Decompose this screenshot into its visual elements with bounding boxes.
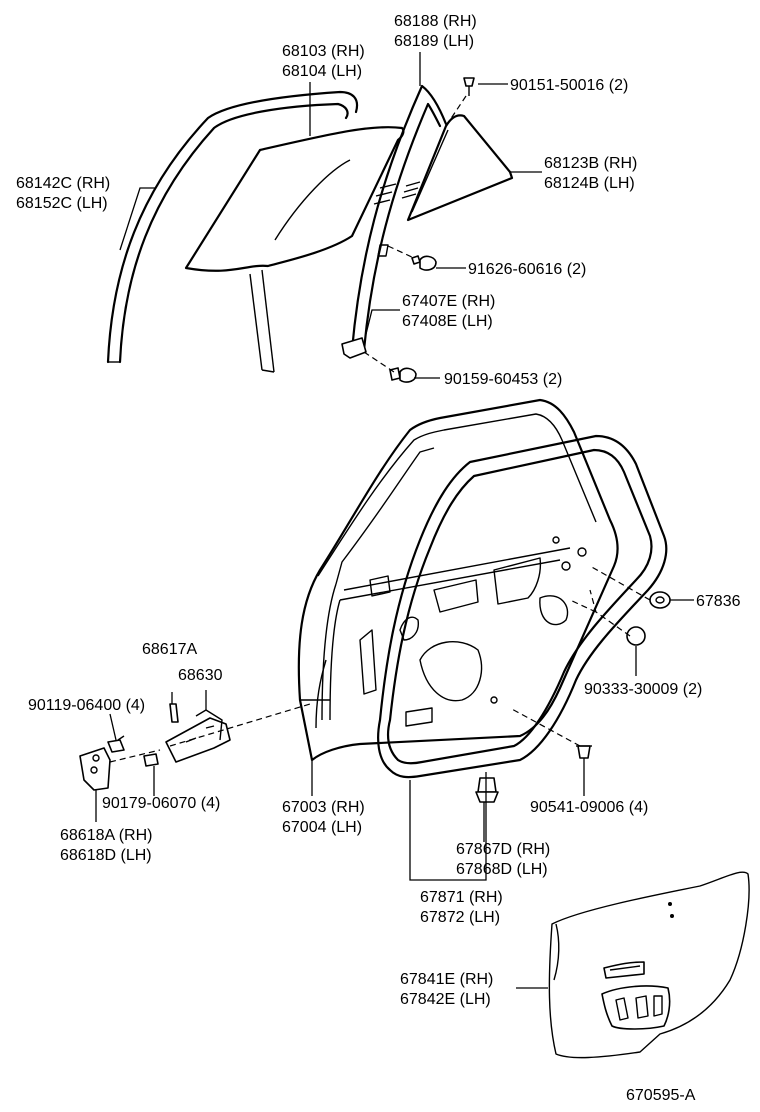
label-68124b: 68124B (LH): [544, 175, 635, 192]
leader-lines: [95, 52, 694, 989]
screw-90151: [463, 77, 475, 96]
label-67871: 67871 (RH): [420, 889, 503, 906]
clip-67867d: [475, 777, 499, 803]
label-67836: 67836: [696, 593, 741, 610]
diagram-id: 670595-A: [626, 1087, 696, 1104]
label-91626: 91626-60616 (2): [468, 261, 586, 278]
label-68104: 68104 (LH): [282, 63, 362, 80]
door-trim-67841e: [548, 871, 750, 1059]
label-90119: 90119-06400 (4): [28, 697, 145, 714]
weatherstrip-67871: [377, 434, 668, 779]
label-68618d: 68618D (LH): [60, 847, 152, 864]
cushion-90333: [626, 626, 646, 646]
label-68123b: 68123B (RH): [544, 155, 637, 172]
label-68152c: 68152C (LH): [16, 195, 108, 212]
label-68188: 68188 (RH): [394, 13, 477, 30]
division-bar-68188: [341, 84, 448, 359]
label-67867d: 67867D (RH): [456, 841, 550, 858]
door-panel-67003: [297, 398, 619, 762]
clip-90541: [576, 745, 592, 759]
label-67003: 67003 (RH): [282, 799, 365, 816]
bolt-90179: [143, 753, 159, 767]
part-labels: 68188 (RH) 68189 (LH) 68103 (RH) 68104 (…: [16, 13, 741, 1104]
run-channel-68142c: [106, 90, 359, 364]
plug-67836: [649, 591, 671, 609]
screw-90159: [389, 367, 417, 383]
label-90151: 90151-50016 (2): [510, 77, 628, 94]
label-67004: 67004 (LH): [282, 819, 362, 836]
bolt-90119: [107, 735, 125, 753]
label-68618a: 68618A (RH): [60, 827, 153, 844]
label-90179: 90179-06070 (4): [102, 795, 220, 812]
label-68103: 68103 (RH): [282, 43, 365, 60]
hinge-68618a: [79, 747, 111, 791]
label-90159: 90159-60453 (2): [444, 371, 562, 388]
label-68630: 68630: [178, 667, 223, 684]
screw-91626: [411, 255, 437, 271]
label-67407e: 67407E (RH): [402, 293, 495, 310]
label-90541: 90541-09006 (4): [530, 799, 648, 816]
label-67842e: 67842E (LH): [400, 991, 491, 1008]
quarter-glass-68123b: [373, 114, 514, 222]
label-68142c: 68142C (RH): [16, 175, 110, 192]
label-90333: 90333-30009 (2): [584, 681, 702, 698]
label-67841e: 67841E (RH): [400, 971, 493, 988]
label-68189: 68189 (LH): [394, 33, 474, 50]
label-68617a: 68617A: [142, 641, 197, 658]
label-67408e: 67408E (LH): [402, 313, 493, 330]
label-67872: 67872 (LH): [420, 909, 500, 926]
label-67868d: 67868D (LH): [456, 861, 548, 878]
pin-68617a: [169, 703, 179, 723]
door-glass-68103: [184, 126, 405, 373]
